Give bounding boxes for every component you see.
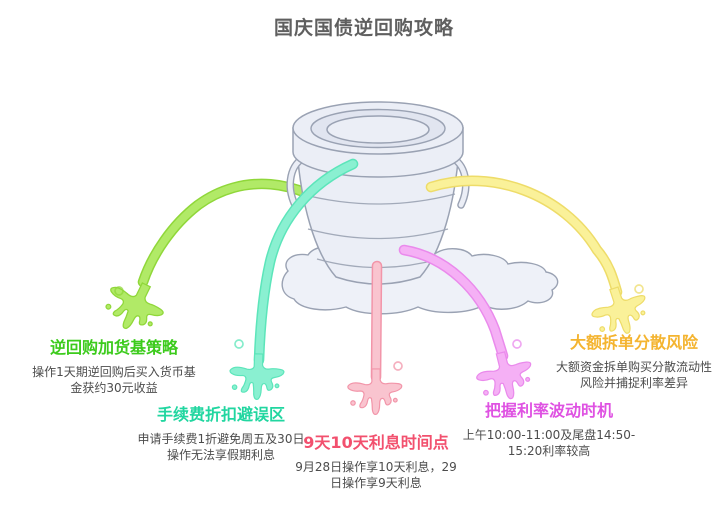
bucket-body: [296, 149, 460, 285]
tip-title: 把握利率波动时机: [484, 401, 613, 420]
magenta-stream: [398, 244, 509, 362]
teal-stream: [253, 158, 359, 366]
bucket-right-handle: [446, 153, 470, 209]
green-stream: [137, 178, 344, 288]
bucket-left-handle: [286, 153, 310, 209]
tip-body: 9月28日操作享10天利息，29日操作享9天利息: [295, 460, 457, 490]
spill-puddle-shape: [281, 246, 559, 315]
pink-bubble: [393, 361, 403, 371]
tip-body: 操作1天期逆回购后买入货币基金获约30元收益: [32, 365, 196, 395]
tip-title: 手续费折扣避误区: [156, 405, 285, 424]
tip-body: 大额资金拆单购买分散流动性风险并捕捉利率差异: [555, 360, 712, 390]
green-splash: [97, 271, 172, 342]
bucket-collar: [292, 127, 464, 178]
tip-body: 申请手续费1折避免周五及30日操作无法享假期利息: [137, 432, 305, 462]
tip-reverse-repo-fund: 逆回购加货基策略 操作1天期逆回购后买入货币基金获约30元收益: [18, 334, 210, 396]
bucket-rim: [292, 101, 464, 155]
magenta-bubble: [512, 339, 522, 349]
green-bubble: [114, 286, 124, 296]
page-title: 国庆国债逆回购攻略: [273, 17, 454, 39]
bucket-band: [300, 193, 456, 205]
tip-rate-window: 把握利率波动时机 上午10:00-11:00及尾盘14:50-15:20利率较高: [454, 397, 644, 459]
bucket-band: [307, 228, 449, 240]
bucket-opening: [326, 115, 430, 144]
bucket-band: [316, 258, 440, 269]
yellow-bubble: [634, 284, 644, 294]
tip-body: 上午10:00-11:00及尾盘14:50-15:20利率较高: [462, 428, 636, 458]
pink-stream: [370, 260, 383, 383]
bucket-graphic: [286, 101, 470, 285]
tip-fee-discount: 手续费折扣避误区 申请手续费1折避免周五及30日操作无法享假期利息: [129, 401, 313, 463]
teal-bubble: [234, 339, 244, 349]
yellow-stream: [425, 175, 623, 298]
tip-title: 大额拆单分散风险: [569, 333, 698, 352]
bucket-rim-ring: [310, 108, 446, 149]
tip-interest-timing: 9天10天利息时间点 9月28日操作享10天利息，29日操作享9天利息: [284, 429, 468, 491]
pink-splash: [347, 368, 403, 416]
tip-title: 9天10天利息时间点: [303, 433, 449, 452]
tip-split-orders: 大额拆单分散风险 大额资金拆单购买分散流动性风险并捕捉利率差异: [540, 329, 728, 391]
teal-splash: [228, 352, 286, 401]
tip-title: 逆回购加货基策略: [49, 338, 178, 357]
